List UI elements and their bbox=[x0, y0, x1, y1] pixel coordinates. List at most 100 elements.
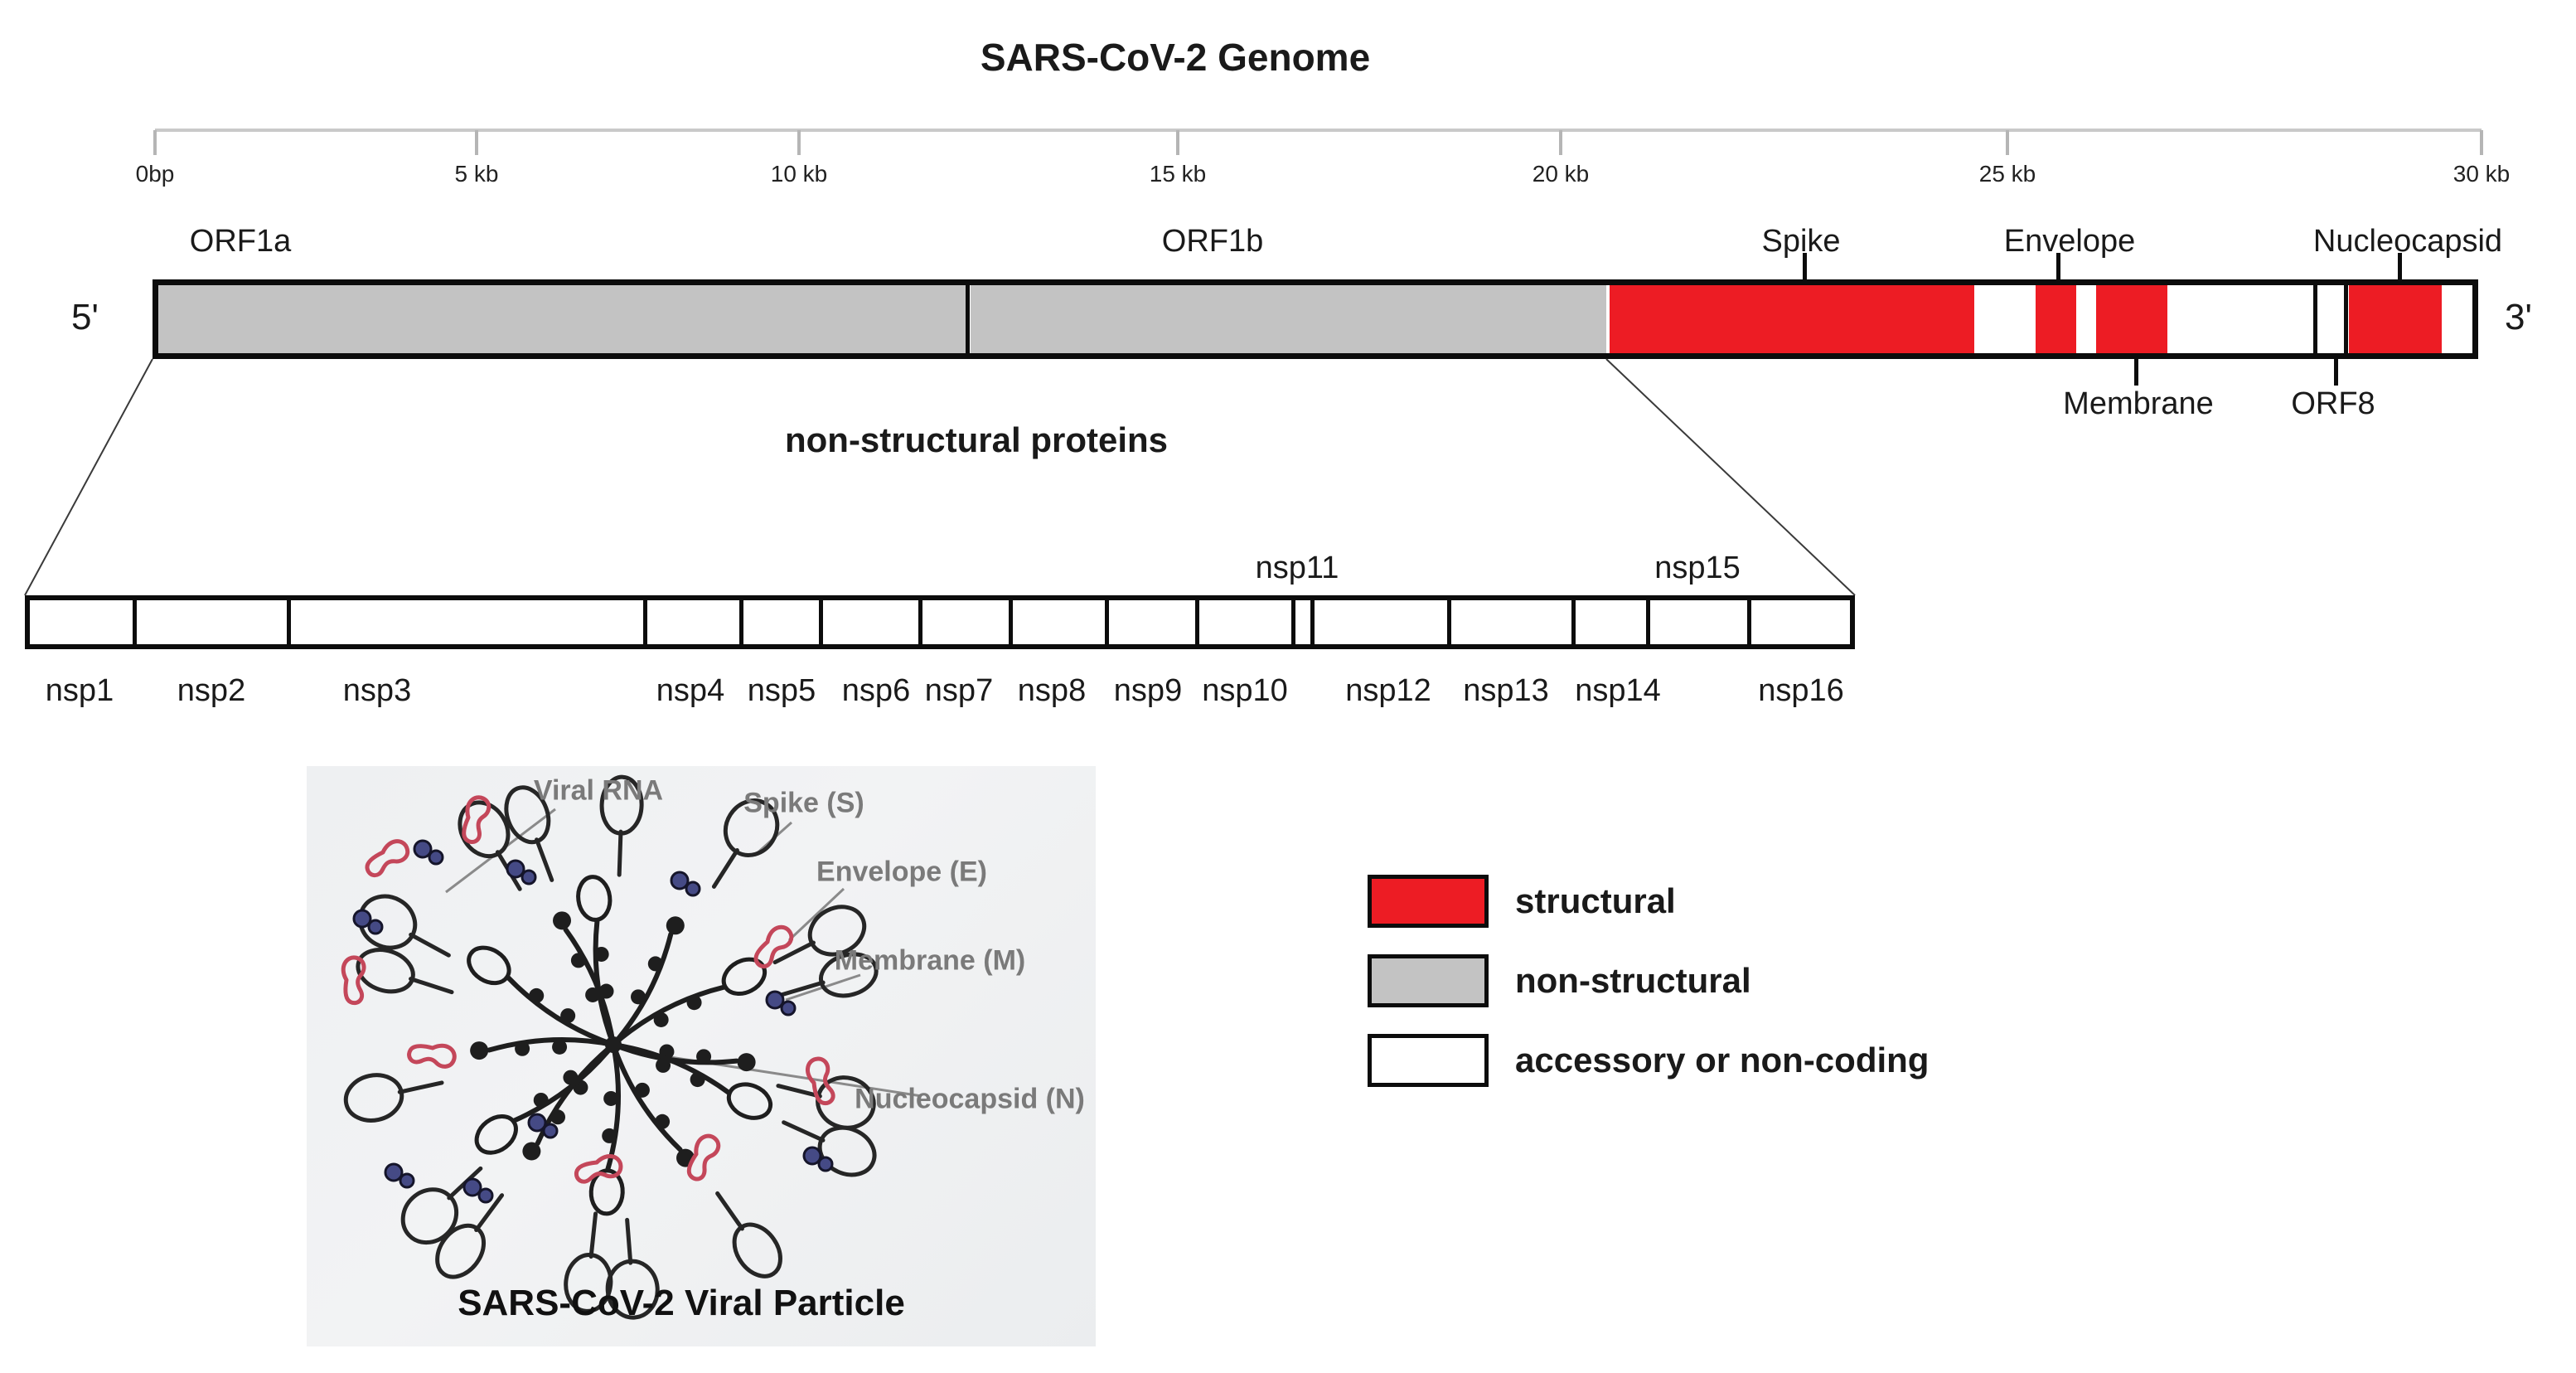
five-prime-label: 5' bbox=[71, 297, 99, 337]
spike-head bbox=[817, 1125, 877, 1177]
rna-center bbox=[605, 1036, 622, 1053]
rna-bead bbox=[552, 1039, 568, 1055]
genome-segment-orf1a bbox=[158, 285, 967, 353]
envelope-squiggle bbox=[806, 1056, 835, 1106]
genome-label-tick bbox=[2398, 253, 2402, 279]
rna-bead bbox=[603, 1090, 619, 1106]
rna-bead bbox=[585, 987, 601, 1002]
legend-label-1: structural bbox=[1515, 881, 1676, 920]
genome-label-tick bbox=[2334, 359, 2338, 386]
membrane-dot bbox=[413, 839, 433, 859]
ruler-tick-label: 30 kb bbox=[2453, 161, 2511, 187]
genome-segment-spike bbox=[1610, 285, 1974, 353]
rna-bead bbox=[529, 987, 545, 1003]
membrane-dot bbox=[670, 871, 690, 890]
ruler-tick-label: 0bp bbox=[135, 161, 175, 187]
spike-stem bbox=[782, 1120, 826, 1143]
ruler-tick bbox=[797, 130, 801, 155]
genome-segment-orf8 bbox=[2319, 285, 2346, 353]
membrane-dot bbox=[817, 1156, 834, 1172]
rna-strand bbox=[605, 1042, 621, 1172]
membrane-dot bbox=[399, 1172, 415, 1189]
legend-swatch-3 bbox=[1368, 1034, 1489, 1087]
rna-bead bbox=[647, 956, 663, 972]
rna-strand bbox=[487, 1037, 616, 1053]
nsp-label-nsp5: nsp5 bbox=[747, 673, 816, 708]
rna-strand bbox=[611, 984, 727, 1047]
rna-bead bbox=[655, 1113, 671, 1129]
ruler-tick-label: 20 kb bbox=[1532, 161, 1590, 187]
nsp-label-nsp16: nsp16 bbox=[1758, 673, 1844, 708]
envelope-squiggle bbox=[407, 1043, 457, 1069]
ruler-tick bbox=[1559, 130, 1562, 155]
nsp-label-nsp10: nsp10 bbox=[1202, 673, 1288, 708]
membrane-dot bbox=[542, 1123, 559, 1139]
envelope-squiggle bbox=[574, 1154, 623, 1184]
genome-label-envelope: Envelope bbox=[2003, 224, 2136, 259]
rna-bead bbox=[570, 953, 586, 968]
rna-bead bbox=[686, 995, 702, 1011]
inner-spike-head bbox=[721, 957, 767, 997]
spike-head bbox=[723, 798, 780, 857]
nsp-label-nsp13: nsp13 bbox=[1463, 673, 1549, 708]
genome-label-orf8: ORF8 bbox=[2291, 386, 2375, 421]
nsp-label-nsp11: nsp11 bbox=[1255, 551, 1339, 585]
envelope-squiggle bbox=[462, 795, 491, 844]
nsp-label-nsp6: nsp6 bbox=[841, 673, 911, 708]
spike-head bbox=[732, 1222, 782, 1278]
membrane-dot bbox=[506, 859, 525, 879]
rna-strand bbox=[511, 1042, 616, 1123]
spike-stem bbox=[772, 940, 816, 965]
spike-stem bbox=[588, 1211, 598, 1259]
membrane-dot bbox=[802, 1146, 822, 1166]
ruler-tick bbox=[2480, 130, 2483, 155]
spike-head bbox=[819, 952, 879, 998]
membrane-dot bbox=[780, 1000, 797, 1016]
genome-divider bbox=[2313, 285, 2317, 353]
ruler-tick bbox=[2006, 130, 2009, 155]
nsp-divider bbox=[1009, 600, 1013, 644]
rna-blob bbox=[737, 1053, 756, 1072]
rna-bead bbox=[550, 1109, 566, 1125]
membrane-dot bbox=[384, 1162, 404, 1182]
genome-label-membrane: Membrane bbox=[2063, 386, 2214, 421]
nsp-divider bbox=[918, 600, 922, 644]
rna-bead bbox=[563, 1070, 579, 1085]
legend-label-2: non-structural bbox=[1515, 961, 1751, 1000]
spike-stem bbox=[474, 1193, 505, 1232]
nsp-divider bbox=[1571, 600, 1576, 644]
legend-label-3: accessory or non-coding bbox=[1515, 1041, 1930, 1079]
nsp-divider bbox=[1105, 600, 1109, 644]
spike-stem bbox=[535, 837, 554, 882]
membrane-dot bbox=[462, 1177, 482, 1197]
rna-bead bbox=[656, 1057, 671, 1073]
spike-head bbox=[564, 1252, 613, 1313]
genome-segment-orf1b bbox=[971, 285, 1606, 353]
ruler-tick bbox=[1176, 130, 1179, 155]
genome-segment-membrane bbox=[2096, 285, 2167, 353]
genome-segment-envelope bbox=[2036, 285, 2076, 353]
spike-stem bbox=[409, 977, 454, 995]
membrane-dot bbox=[352, 909, 372, 929]
genome-label-tick bbox=[2056, 253, 2060, 279]
genome-segment-noncoding bbox=[2442, 285, 2472, 353]
spike-head bbox=[504, 785, 551, 845]
nsp-divider bbox=[133, 600, 137, 644]
membrane-dot bbox=[765, 990, 785, 1010]
envelope-squiggle bbox=[341, 955, 366, 1006]
rna-bead bbox=[515, 1041, 530, 1056]
sketch-label-spike-s-: Spike (S) bbox=[743, 787, 864, 819]
rna-blob bbox=[470, 1041, 489, 1060]
nsp-divider bbox=[1447, 600, 1451, 644]
membrane-dot bbox=[367, 919, 384, 935]
genome-label-orf1a: ORF1a bbox=[189, 224, 292, 259]
nsp-divider bbox=[819, 600, 823, 644]
legend-swatch-2 bbox=[1368, 954, 1489, 1007]
nsp-section-heading: non-structural proteins bbox=[784, 420, 1169, 459]
rna-strand bbox=[506, 975, 616, 1047]
rna-blob bbox=[522, 1142, 541, 1161]
genome-segment-noncoding bbox=[1974, 285, 2036, 353]
ruler-tick-label: 25 kb bbox=[1978, 161, 2036, 187]
three-prime-label: 3' bbox=[2505, 297, 2532, 337]
nsp-label-nsp7: nsp7 bbox=[924, 673, 994, 708]
